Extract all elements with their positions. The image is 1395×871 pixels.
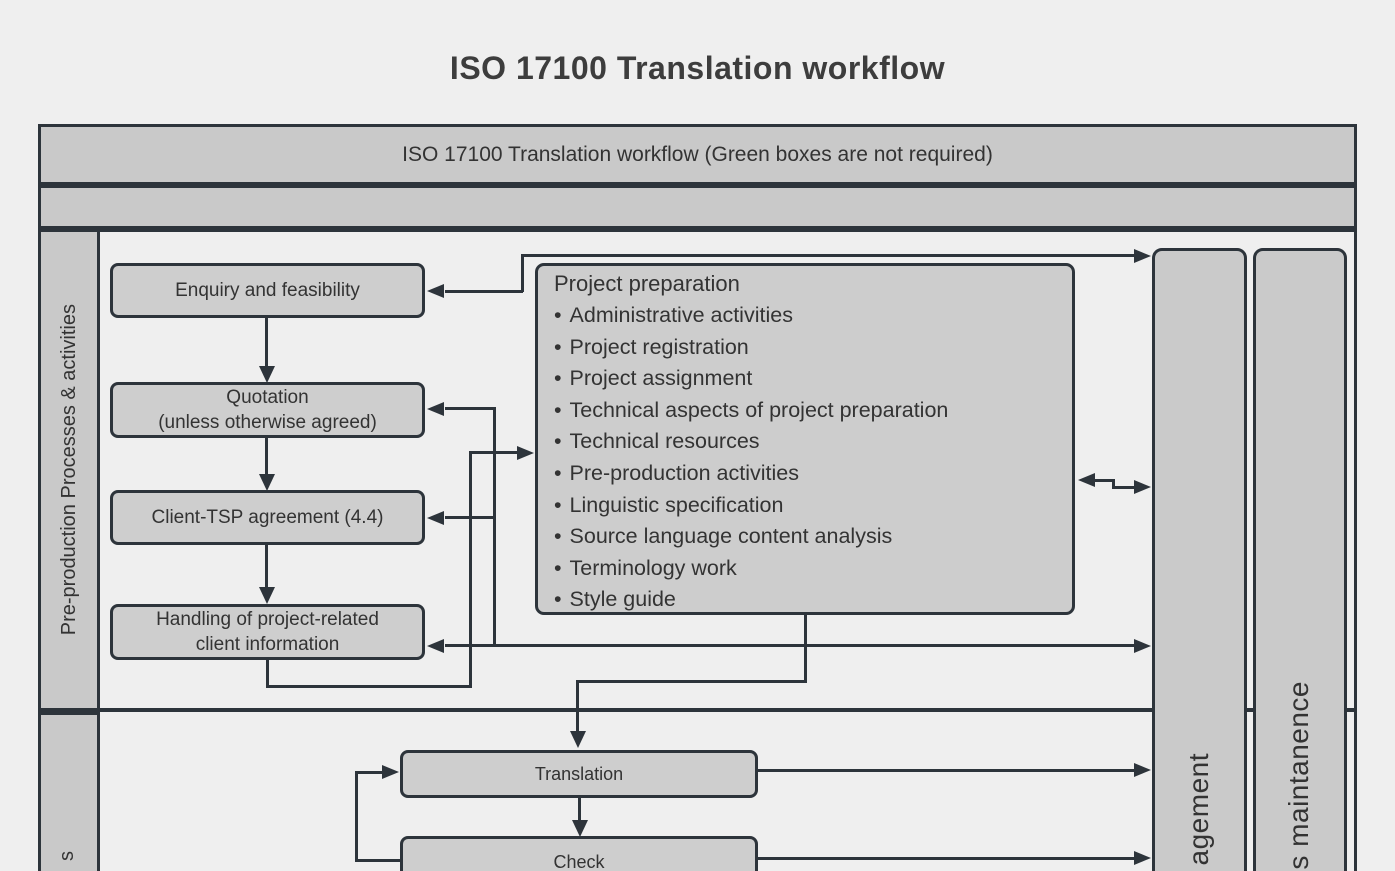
page-title: ISO 17100 Translation workflow: [449, 50, 946, 86]
lane-production: [38, 712, 100, 871]
project-prep-item: Linguistic specification: [554, 490, 1072, 522]
box-handling-label-line1: Handling of project-related: [156, 609, 379, 630]
arrowhead-into-handling-top: [259, 587, 275, 604]
project-prep-item: Project registration: [554, 332, 1072, 364]
arrowhead-translation-into-bar1: [1134, 763, 1151, 777]
project-prep-item: Pre-production activities: [554, 458, 1072, 490]
connector-prep-across: [576, 680, 807, 683]
connector-prep-into-translation: [576, 680, 579, 733]
banner-title-bar: ISO 17100 Translation workflow (Green bo…: [38, 124, 1357, 185]
project-prep-item: Administrative activities: [554, 300, 1072, 332]
arrowhead-into-quotation: [427, 402, 444, 416]
box-check: Check: [400, 836, 758, 871]
box-quotation-label-line1: Quotation: [226, 387, 309, 408]
connector-prep-down: [804, 615, 807, 683]
connector-check-bar1: [758, 857, 1135, 860]
arrowhead-into-handling: [427, 639, 444, 653]
connector-loop-bottom: [355, 859, 402, 862]
connector-quotation-client: [265, 438, 268, 476]
connector-zigzag-right: [1112, 486, 1136, 489]
arrowhead-into-check-top: [572, 820, 588, 837]
connector-handling-bar1: [445, 644, 1135, 647]
sidebar-bar1-label-fragment: agement: [1183, 753, 1214, 866]
project-prep-item: Technical aspects of project preparation: [554, 395, 1072, 427]
connector-into-quotation: [445, 407, 496, 410]
box-quotation-label-line2: (unless otherwise agreed): [158, 412, 377, 433]
connector-top-horizontal: [521, 254, 1134, 257]
sidebar-maintenance-bar: [1253, 248, 1347, 871]
banner-empty-bar: [38, 185, 1357, 229]
box-quotation: Quotation (unless otherwise agreed): [110, 382, 425, 438]
box-enquiry-label: Enquiry and feasibility: [175, 280, 360, 301]
arrowhead-into-bar1-middle: [1134, 639, 1151, 653]
project-prep-item: Style guide: [554, 584, 1072, 616]
box-client-tsp-label: Client-TSP agreement (4.4): [151, 507, 384, 528]
box-check-label: Check: [553, 851, 605, 871]
connector-riser-vertical: [469, 451, 472, 688]
connector-trunk-vertical: [493, 407, 496, 647]
connector-translation-check: [578, 798, 581, 822]
sidebar-project-management-bar: [1152, 248, 1247, 871]
arrowhead-into-bar1-top: [1134, 249, 1151, 263]
arrowhead-into-enquiry: [427, 284, 444, 298]
lane-preproduction-label: Pre-production Processes & activities: [57, 304, 80, 636]
arrowhead-check-into-bar1: [1134, 851, 1151, 865]
arrowhead-into-client-tsp-top: [259, 474, 275, 491]
connector-translation-bar1: [758, 769, 1135, 772]
box-handling-client-information: Handling of project-related client infor…: [110, 604, 425, 660]
arrowhead-into-translation-top: [570, 731, 586, 748]
connector-riser-into-prep: [469, 451, 518, 454]
connector-enquiry-quotation: [265, 318, 268, 368]
connector-handling-across: [266, 685, 472, 688]
connector-handling-down: [266, 660, 269, 688]
box-translation-label: Translation: [534, 763, 624, 784]
connector-loop-top: [355, 771, 384, 774]
banner-title-text: ISO 17100 Translation workflow (Green bo…: [402, 142, 993, 166]
box-handling-label-line2: client information: [195, 634, 340, 655]
section-divider: [38, 708, 1357, 712]
lane-preproduction: Pre-production Processes & activities: [38, 229, 100, 711]
box-project-preparation: Project preparation Administrative activ…: [535, 263, 1075, 615]
project-prep-item: Source language content analysis: [554, 521, 1072, 553]
project-prep-item: Project assignment: [554, 363, 1072, 395]
arrowhead-into-project-preparation: [1078, 473, 1095, 487]
connector-loop-vertical: [355, 772, 358, 862]
project-preparation-title: Project preparation: [554, 271, 740, 296]
arrowhead-zigzag-into-bar1: [1134, 480, 1151, 494]
arrowhead-loop-into-translation: [382, 765, 399, 779]
arrowhead-into-project-preparation-left: [517, 446, 534, 460]
box-client-tsp-agreement: Client-TSP agreement (4.4): [110, 490, 425, 545]
arrowhead-into-client-tsp: [427, 511, 444, 525]
box-translation: Translation: [400, 750, 758, 798]
lane-production-label-fragment: s: [56, 851, 78, 861]
connector-zigzag-step: [1112, 479, 1115, 489]
project-prep-item: Technical resources: [554, 426, 1072, 458]
connector-top-into-enquiry: [445, 290, 523, 293]
connector-top-elbow: [521, 255, 524, 292]
connector-zigzag-left: [1094, 479, 1115, 482]
project-prep-item: Terminology work: [554, 553, 1072, 585]
sidebar-bar2-label-fragment: s maintanence: [1283, 681, 1314, 870]
box-enquiry-feasibility: Enquiry and feasibility: [110, 263, 425, 318]
connector-client-handling: [265, 545, 268, 589]
arrowhead-into-quotation-top: [259, 366, 275, 383]
